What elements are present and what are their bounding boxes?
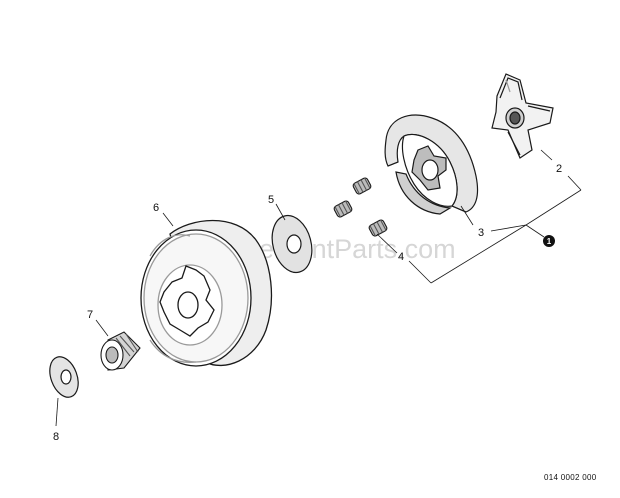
callout-5: 5: [268, 194, 274, 206]
clutch-springs-part-4: [333, 177, 388, 237]
assembly-marker: 1: [543, 235, 555, 247]
drawing-code: 014 0002 000: [544, 473, 597, 482]
clutch-hub-part-2: [491, 73, 554, 159]
needle-bearing-part-7: [100, 331, 141, 371]
clutch-shoes-part-3: [384, 114, 479, 215]
clutch-drum-part-6: [140, 219, 273, 367]
callout-8: 8: [53, 431, 59, 443]
washer-part-8: [49, 356, 79, 398]
assembly-marker-number: 1: [547, 237, 552, 246]
callout-4: 4: [398, 251, 404, 263]
callout-7: 7: [87, 309, 93, 321]
washer-part-5: [271, 214, 313, 274]
callout-3: 3: [478, 227, 484, 239]
callout-2: 2: [556, 163, 562, 175]
leader-lines: [55, 149, 582, 427]
callout-6: 6: [153, 202, 159, 214]
